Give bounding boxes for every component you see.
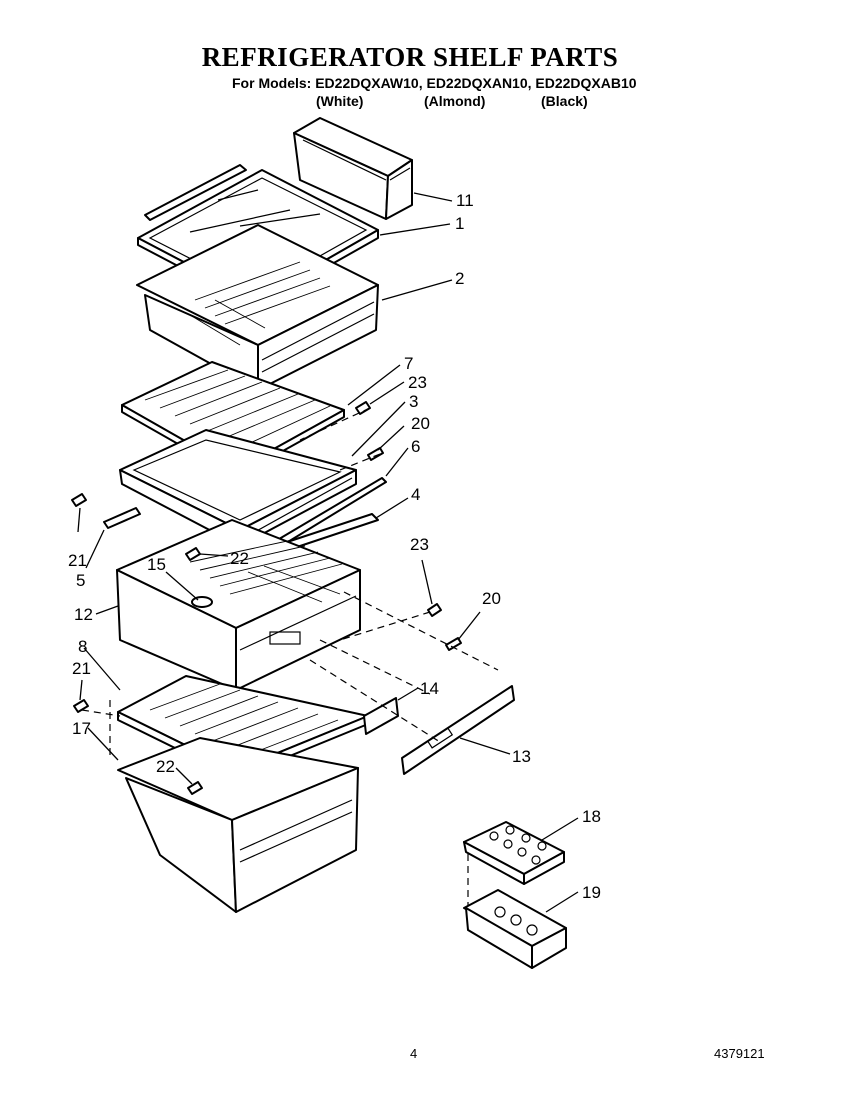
callout-7: 7 bbox=[404, 354, 413, 373]
part-14-clip bbox=[363, 697, 399, 735]
callout-1: 1 bbox=[455, 214, 464, 233]
callout-22-bottom: 22 bbox=[156, 757, 175, 776]
color-white: (White) bbox=[316, 93, 364, 109]
color-black: (Black) bbox=[541, 93, 588, 109]
fasteners bbox=[71, 401, 462, 795]
callout-14: 14 bbox=[420, 679, 439, 698]
callout-8: 8 bbox=[78, 637, 87, 656]
callout-19: 19 bbox=[582, 883, 601, 902]
part-11-bin bbox=[293, 117, 413, 220]
callout-2: 2 bbox=[455, 269, 464, 288]
callout-20-top: 20 bbox=[411, 414, 430, 433]
callout-3: 3 bbox=[409, 392, 418, 411]
part-19-egg-bin bbox=[463, 889, 567, 969]
part-17-crisper bbox=[117, 737, 359, 913]
callout-21-top: 21 bbox=[68, 551, 87, 570]
callout-23-top: 23 bbox=[408, 373, 427, 392]
part-5-rail bbox=[103, 507, 141, 529]
part-3-frame bbox=[119, 429, 357, 547]
callout-11: 11 bbox=[456, 191, 474, 210]
callout-21-bottom: 21 bbox=[72, 659, 91, 678]
leader-lines bbox=[77, 192, 579, 913]
callout-20-right: 20 bbox=[482, 589, 501, 608]
callout-4: 4 bbox=[411, 485, 420, 504]
callout-23-right: 23 bbox=[410, 535, 429, 554]
color-almond: (Almond) bbox=[424, 93, 486, 109]
part-2-tray bbox=[136, 224, 379, 391]
callout-18: 18 bbox=[582, 807, 601, 826]
models-line: For Models: ED22DQXAW10, ED22DQXAN10, ED… bbox=[232, 75, 637, 91]
part-12-drawer bbox=[116, 519, 361, 691]
part-15-knob bbox=[191, 596, 213, 608]
page-title: REFRIGERATOR SHELF PARTS bbox=[201, 42, 619, 72]
assembly-lines bbox=[81, 407, 499, 906]
document-number: 4379121 bbox=[714, 1046, 765, 1061]
callout-15: 15 bbox=[147, 555, 166, 574]
callout-5: 5 bbox=[76, 571, 85, 590]
callout-12: 12 bbox=[74, 605, 93, 624]
callout-22-top: 22 bbox=[230, 549, 249, 568]
callout-labels: 11 1 2 7 23 3 20 6 4 21 5 22 23 20 15 12… bbox=[68, 191, 601, 902]
page-number: 4 bbox=[410, 1046, 418, 1061]
callout-13: 13 bbox=[512, 747, 531, 766]
callout-17: 17 bbox=[72, 719, 91, 738]
callout-6: 6 bbox=[411, 437, 420, 456]
part-18-egg-tray bbox=[463, 821, 565, 885]
part-13-panel bbox=[401, 685, 515, 775]
